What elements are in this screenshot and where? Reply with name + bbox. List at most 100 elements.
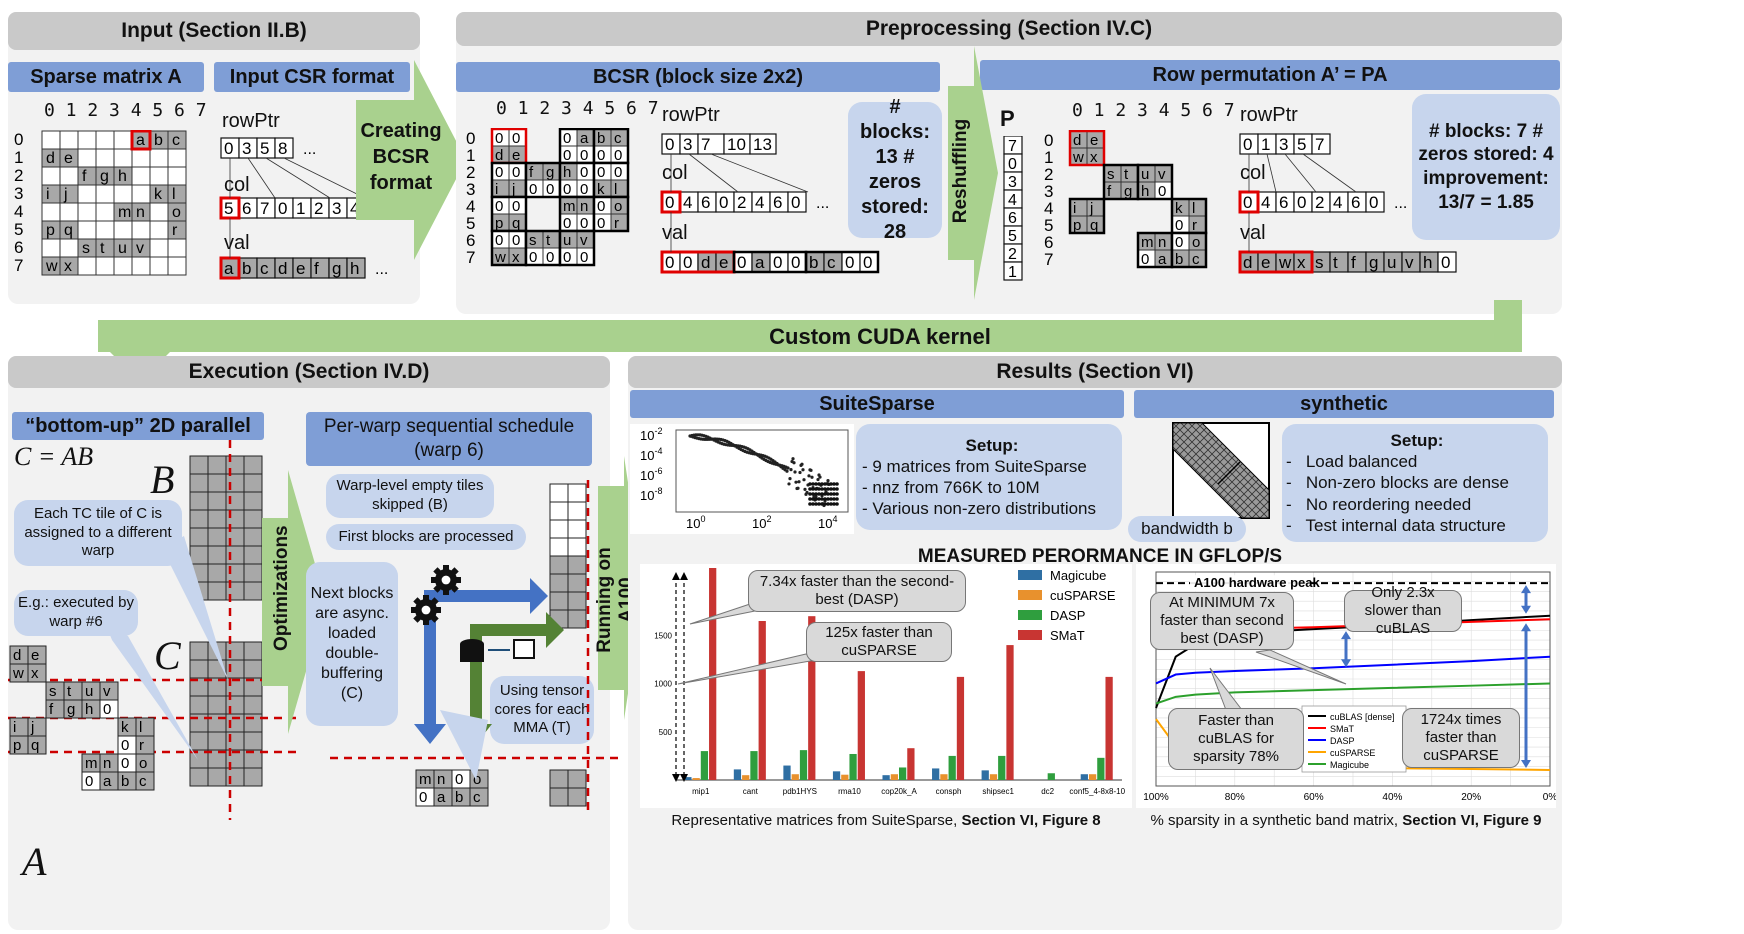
measured-title: MEASURED PERORMANCE IN GFLOP/S (917, 546, 1283, 567)
nonzero-value: i (46, 186, 50, 203)
nonzero-value: c (172, 132, 180, 149)
rowptr-value: 7 (1315, 135, 1324, 154)
bandwidth-label: bandwidth b (1128, 516, 1246, 542)
legend-label: SMaT (1330, 724, 1355, 734)
b-matrix-cell (207, 473, 227, 493)
bar-magicube (832, 771, 841, 780)
b-column-cell (549, 591, 569, 611)
a-block-value: e (31, 647, 39, 664)
csr-label: Input CSR format (214, 62, 410, 92)
nonzero-value: m (118, 204, 131, 221)
matrix-cell (113, 220, 133, 240)
scatter-point (810, 475, 814, 479)
scatter-point (826, 482, 830, 486)
first-blocks-note: First blocks are processed (326, 524, 526, 550)
block-value: g (1124, 183, 1132, 200)
nonzero-cell (95, 238, 115, 258)
c-matrix-cell (189, 731, 209, 751)
x-tick-label: conf5_4-8x8-10 (1069, 787, 1125, 796)
scatter-point (826, 487, 830, 491)
val-value: d (701, 253, 710, 272)
setup-suitesparse-item: - 9 matrices from SuiteSparse (862, 456, 1087, 476)
b-matrix-cell (225, 581, 245, 601)
scatter-point (786, 466, 790, 470)
nonzero-value: x (64, 258, 72, 275)
bar-magicube (684, 777, 692, 780)
val-value: c (827, 253, 836, 272)
a-block-value: k (121, 719, 129, 736)
scatter-point (823, 502, 827, 506)
block-value: n (580, 198, 588, 215)
p-value: 3 (1008, 174, 1017, 191)
peak-label-bg (1190, 575, 1308, 592)
val-value: 0 (845, 253, 854, 272)
matrix-cell (59, 166, 79, 186)
scatter-point (817, 497, 821, 501)
val-cell (346, 257, 366, 279)
val-value: h (1423, 253, 1432, 272)
block-value: k (597, 181, 605, 198)
creating-bcsr-arrow (356, 60, 466, 260)
block-value: 0 (495, 130, 503, 147)
b-matrix-cell (189, 473, 209, 493)
block-value: j (1089, 200, 1093, 217)
block-value: g (546, 164, 554, 181)
fig8-caption-text: Representative matrices from SuiteSparse… (671, 812, 962, 829)
c-matrix-cell (225, 695, 245, 715)
warp-empty-note: Warp-level empty tiles skipped (B) (326, 474, 494, 518)
callout-734x: 7.34x faster than the second-best (DASP) (748, 570, 966, 612)
setup-synthetic: Setup: - Load balanced - Non-zero blocks… (1282, 424, 1548, 542)
bar-smat (1105, 676, 1113, 780)
per-warp-header: Per-warp sequential schedule (warp 6) (306, 412, 592, 466)
block-value: 0 (1141, 251, 1149, 268)
b-column-cell (549, 501, 569, 521)
col-value: 2 (737, 193, 746, 212)
block-value: 0 (512, 198, 520, 215)
val-value: 0 (683, 253, 692, 272)
matrix-cell (95, 202, 115, 222)
scatter-point (814, 502, 818, 506)
b-column-cell (549, 555, 569, 575)
b-column-cell (567, 573, 587, 593)
highlight-box (130, 130, 152, 151)
nonzero-value: h (118, 168, 127, 185)
scatter-point (829, 482, 833, 486)
b-matrix-cell (207, 581, 227, 601)
matrix-cell (113, 256, 133, 276)
nonzero-cell (59, 148, 79, 168)
nonzero-value: o (172, 204, 181, 221)
legend-label: cuSPARSE (1330, 748, 1375, 758)
val-value: c (260, 259, 269, 278)
nonzero-value: w (45, 258, 58, 275)
matrix-cell (59, 238, 79, 258)
b-matrix-cell (243, 491, 263, 511)
nonzero-value: b (154, 132, 163, 149)
col-cell (787, 191, 807, 213)
bar-magicube (981, 770, 989, 780)
scatter-point (832, 487, 836, 491)
scatter-point (823, 487, 827, 491)
setup-suitesparse-item: - Various non-zero distributions (862, 499, 1097, 519)
bcsr-col-label: col (662, 162, 688, 184)
block-outline (804, 250, 880, 274)
matrix-cell (77, 202, 97, 222)
scatter-point (829, 497, 833, 501)
col-value: 1 (296, 199, 305, 218)
y-tick-label: 1500 (654, 631, 672, 640)
b-matrix-cell (225, 509, 245, 529)
a-row-value: b (455, 789, 463, 806)
scatter-point (817, 487, 821, 491)
scatter-point (820, 502, 824, 506)
nonzero-cell (41, 184, 61, 204)
bar-dasp (750, 751, 758, 780)
c-matrix-cell (225, 659, 245, 679)
perm-col-label: col (1240, 162, 1266, 184)
scatter-point (805, 490, 809, 495)
p-value: 7 (1008, 138, 1017, 155)
chip-icon (513, 639, 535, 659)
matrix-c-label: C (154, 633, 181, 678)
bar-dasp (799, 750, 808, 780)
a-row-value: 0 (455, 771, 463, 788)
val-value: e (1261, 253, 1270, 272)
a-block-value: x (31, 665, 39, 682)
